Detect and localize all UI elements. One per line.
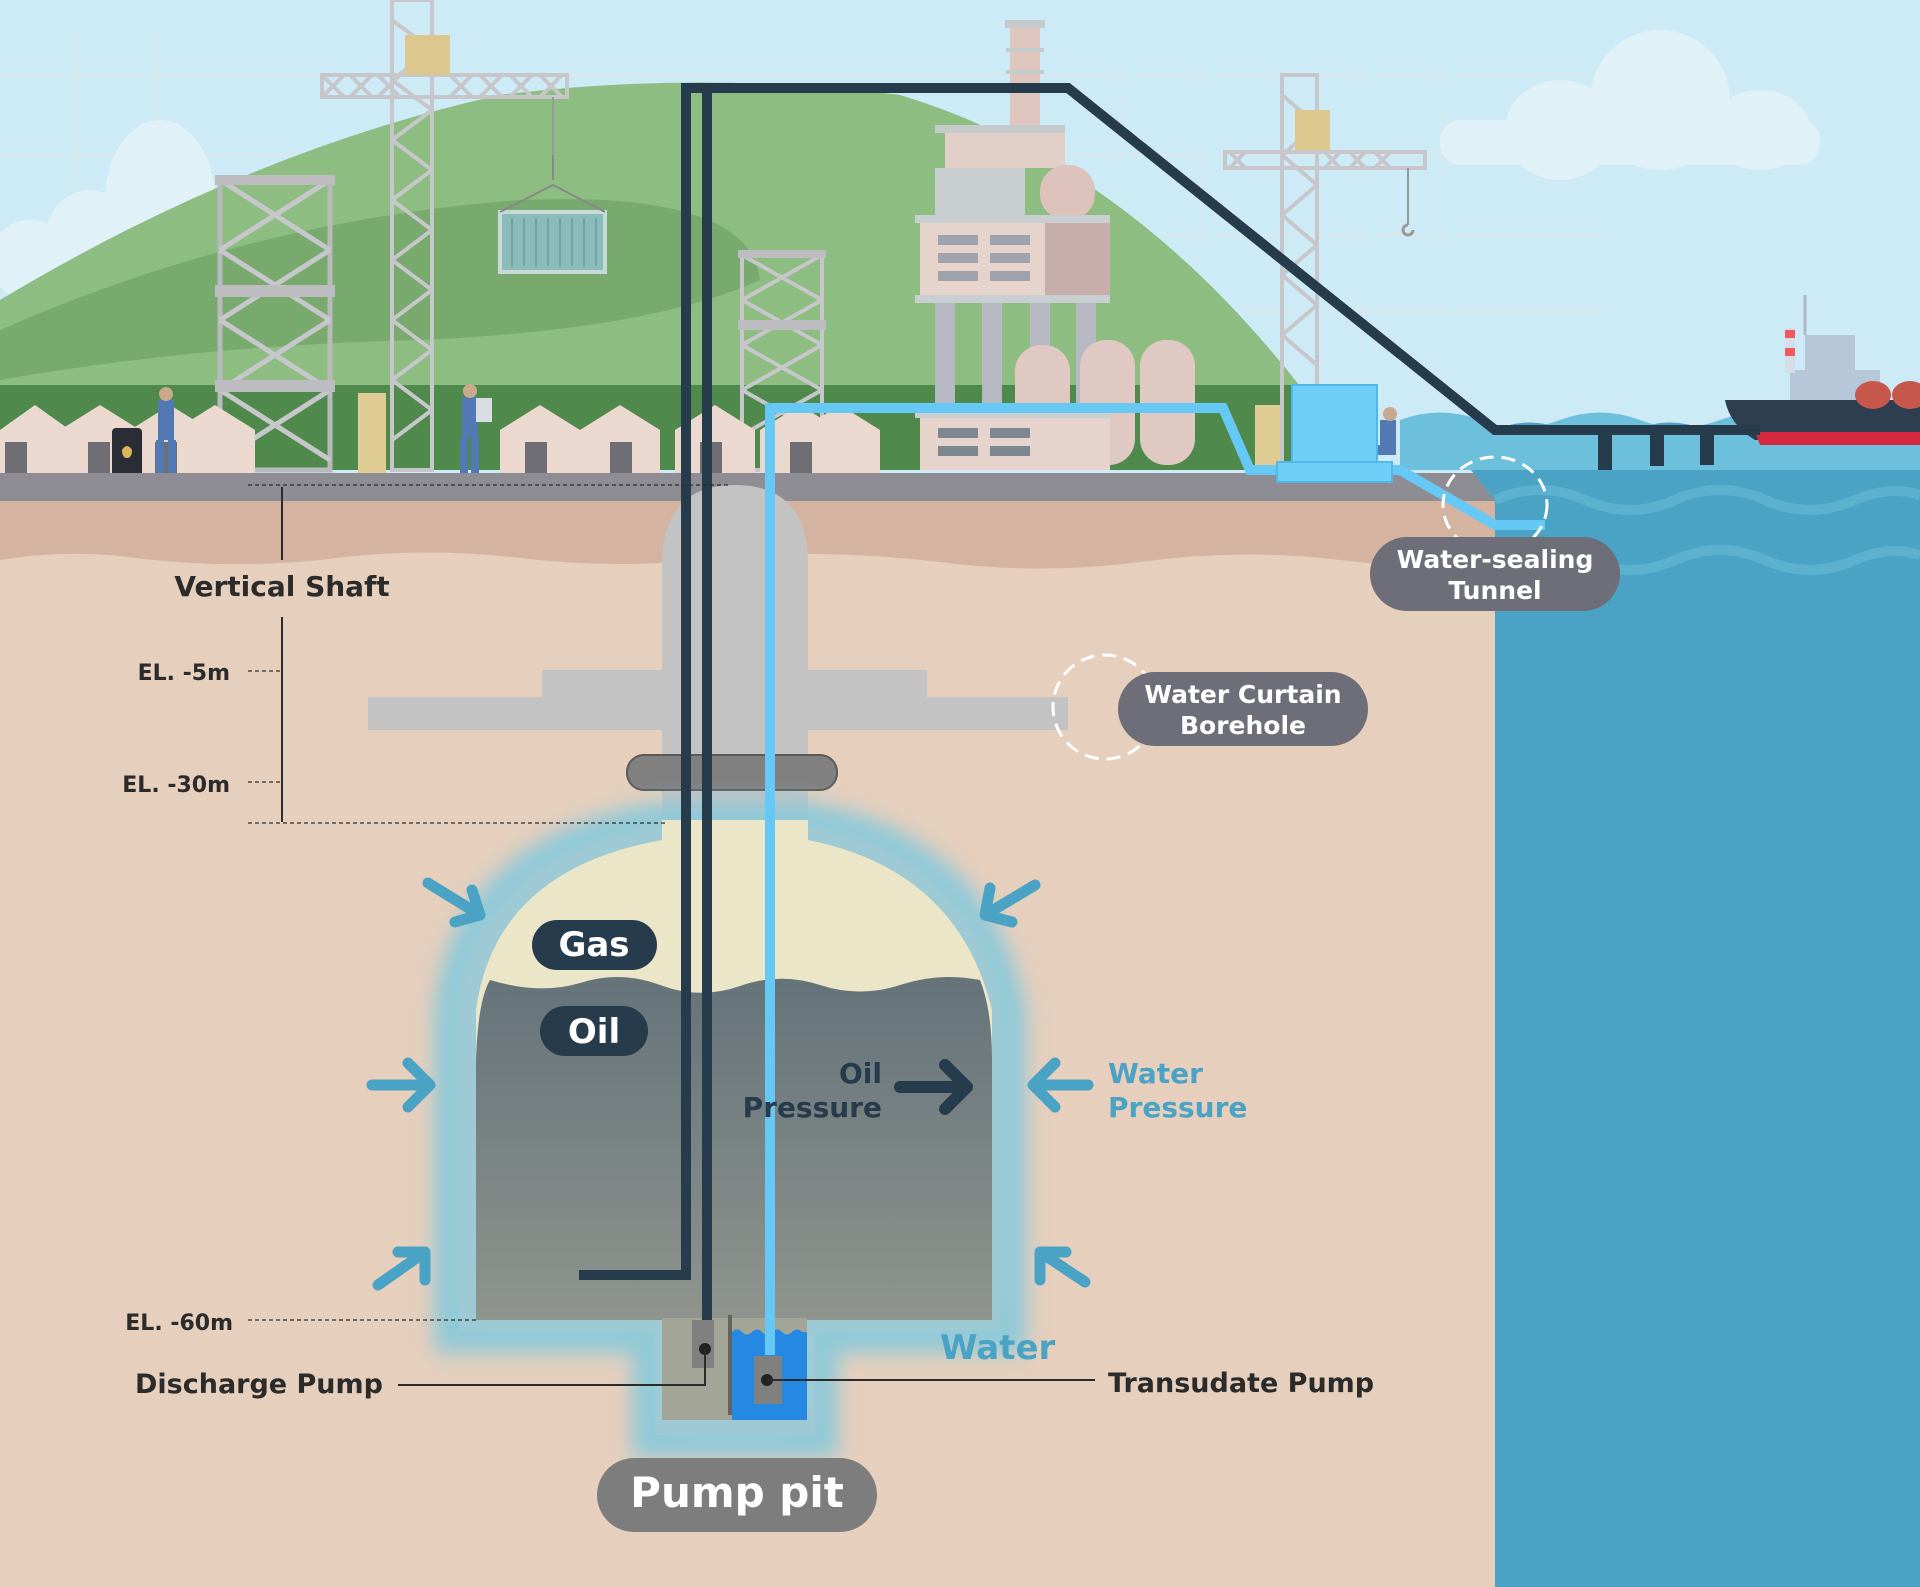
- arrow-bottom-right-icon: [1034, 1246, 1091, 1288]
- worker-with-barrel: [112, 387, 176, 478]
- oil-inlet-pipe: [579, 88, 691, 1280]
- sea: [1420, 419, 1920, 1587]
- elevation-minus-5-label: EL. -5m: [138, 661, 230, 686]
- container: [498, 210, 607, 274]
- discharge-pump-leader: [398, 1349, 706, 1386]
- oil-pressure-label-line1: Oil: [839, 1057, 882, 1090]
- transudate-pump-label: Transudate Pump: [1108, 1368, 1374, 1399]
- oil-label-pill: Oil: [540, 1006, 648, 1056]
- arrow-mid-left-icon: [366, 1057, 436, 1113]
- crane-cab-right: [1295, 110, 1330, 150]
- arrow-top-right-icon: [979, 879, 1041, 928]
- pump-pit-label: Pump pit: [630, 1468, 844, 1517]
- elevation-guides: [248, 484, 730, 1321]
- water-curtain-gallery: [368, 697, 1068, 730]
- water-curtain-gallery-upper: [542, 670, 927, 700]
- water-sealing-label-pill: Water-sealing Tunnel: [1370, 537, 1620, 611]
- gas-label-pill: Gas: [532, 920, 657, 970]
- water-label: Water: [940, 1328, 1056, 1368]
- cavern-oil: [476, 976, 992, 1320]
- elevation-minus-30-label: EL. -30m: [122, 773, 230, 798]
- water-tank-base: [1276, 461, 1393, 483]
- discharge-pump-label: Discharge Pump: [135, 1369, 383, 1400]
- water-sealing-label-line2: Tunnel: [1448, 576, 1541, 605]
- water-pressure-label-line1: Water: [1108, 1057, 1203, 1090]
- shaft-plug: [626, 754, 838, 791]
- worker-kneeling: [1372, 407, 1397, 455]
- water-treatment-tank: [1291, 384, 1378, 466]
- oil-label: Oil: [568, 1012, 620, 1052]
- crane-cab-left: [405, 35, 450, 75]
- cloud-right: [1440, 30, 1820, 180]
- pier-legs: [1598, 430, 1714, 470]
- refinery: [915, 20, 1195, 470]
- crane-hook-left: [499, 155, 606, 213]
- water-curtain-label-line1: Water Curtain: [1144, 680, 1341, 709]
- gas-label: Gas: [558, 925, 629, 965]
- vertical-shaft-label: Vertical Shaft: [174, 570, 389, 603]
- crane-hook-right: [1401, 223, 1415, 237]
- arrow-bottom-left-icon: [372, 1246, 431, 1291]
- water-pressure-arrows: [366, 877, 1094, 1291]
- water-sealing-label-line1: Water-sealing: [1397, 545, 1594, 574]
- arrow-mid-right-icon: [1027, 1057, 1094, 1113]
- worker-with-plan: [460, 384, 492, 477]
- water-pipe: [765, 403, 1545, 1355]
- water-curtain-label-pill: Water Curtain Borehole: [1118, 672, 1368, 746]
- arrow-top-left-icon: [422, 877, 486, 928]
- pump-pit-divider: [728, 1315, 732, 1415]
- pump-pit-label-pill: Pump pit: [597, 1458, 877, 1532]
- oil-pressure-label-line2: Pressure: [743, 1091, 882, 1124]
- elevation-minus-60-label: EL. -60m: [125, 1311, 233, 1336]
- crate-stack-left: [358, 393, 386, 473]
- crate-stack-right: [1255, 405, 1280, 470]
- water-curtain-label-line2: Borehole: [1180, 711, 1306, 740]
- lattice-tower-left: [215, 175, 335, 473]
- container-ribs: [511, 218, 597, 266]
- tanker-ship: [1725, 295, 1920, 445]
- water-pressure-label-line2: Pressure: [1108, 1091, 1247, 1124]
